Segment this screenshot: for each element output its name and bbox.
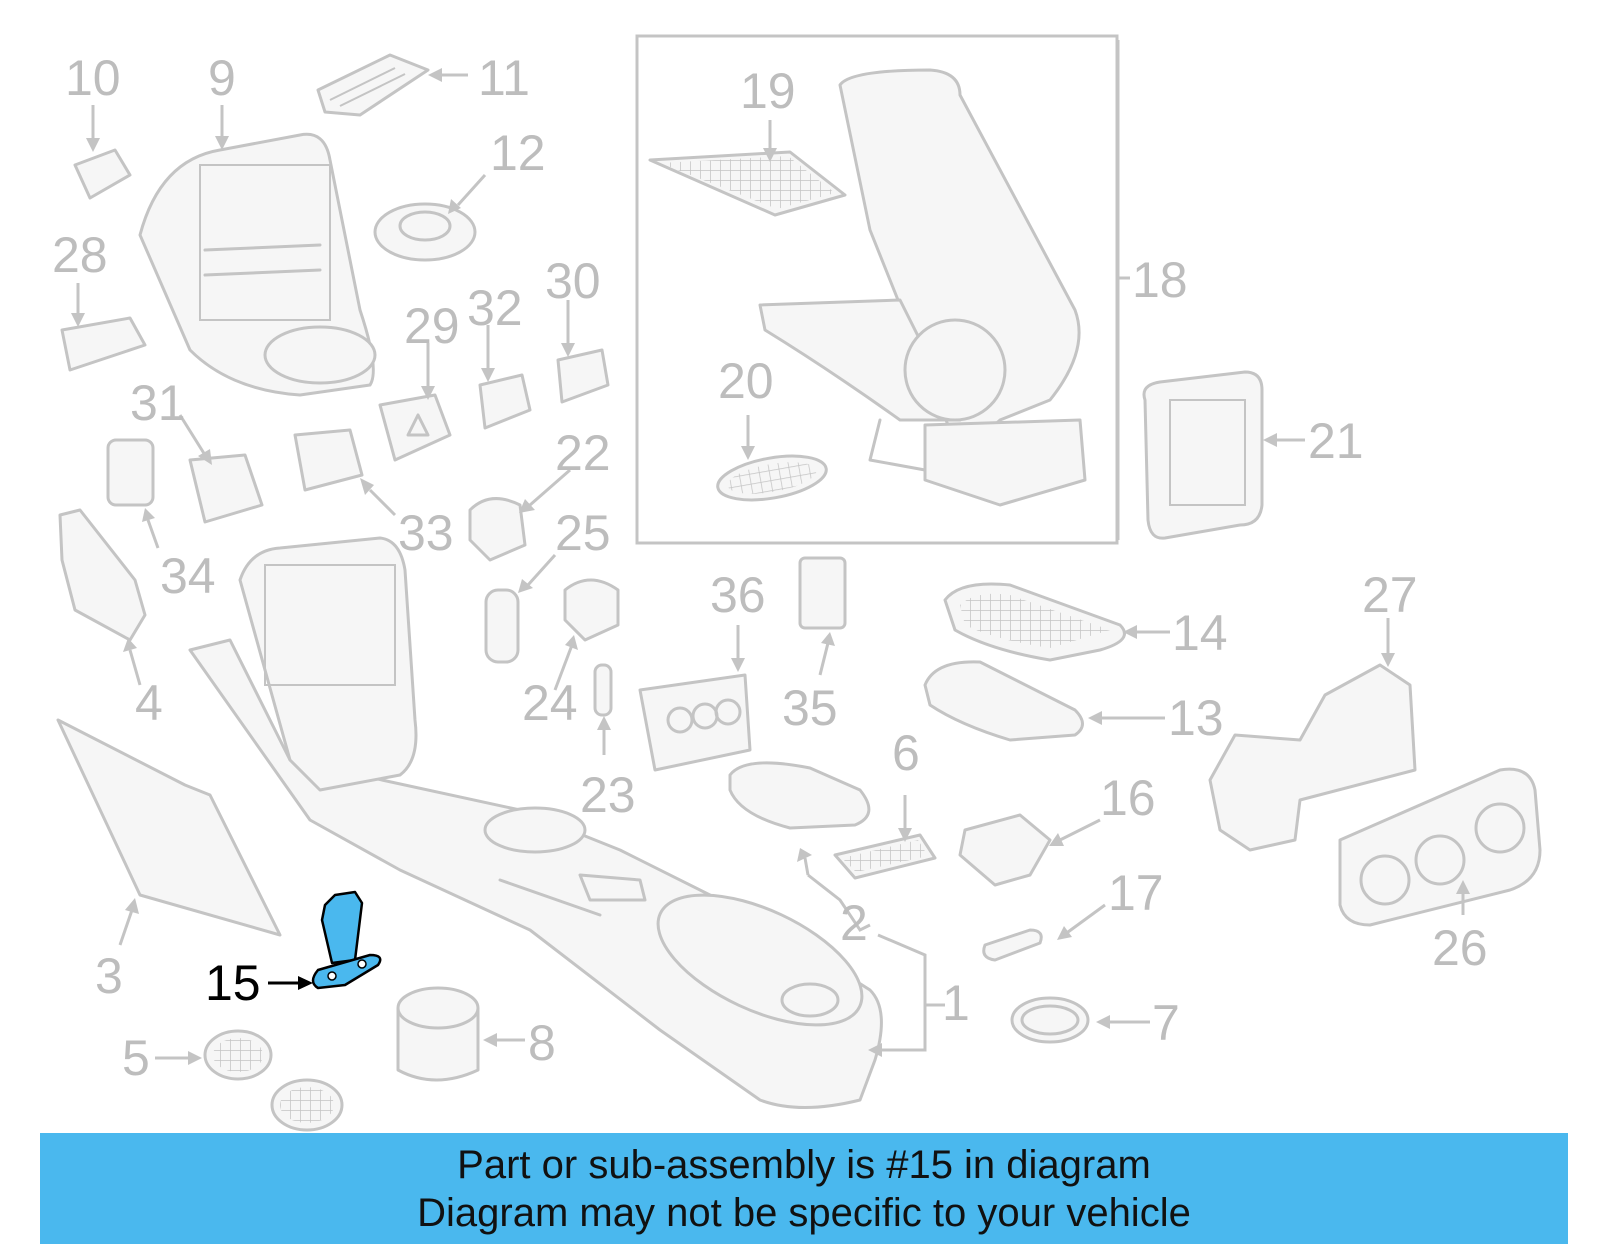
- label-14: 14: [1172, 605, 1228, 661]
- part-32-switch: [478, 373, 532, 430]
- part-labels: 10 9 11 12 28 29 32 30 31 33 34 22 25 24…: [52, 50, 1488, 1086]
- part-23-bulb: [593, 663, 613, 717]
- label-16: 16: [1100, 770, 1156, 826]
- label-22: 22: [555, 425, 611, 481]
- part-36-panel: [638, 673, 752, 772]
- part-6-grille: [833, 833, 937, 880]
- info-banner: Part or sub-assembly is #15 in diagram D…: [40, 1133, 1568, 1244]
- label-8: 8: [528, 1015, 556, 1071]
- part-14-mat: [943, 582, 1126, 662]
- label-29: 29: [404, 298, 460, 354]
- label-5: 5: [122, 1030, 150, 1086]
- label-6: 6: [892, 725, 920, 781]
- label-24: 24: [522, 675, 578, 731]
- label-19: 19: [740, 63, 796, 119]
- part-30-switch: [556, 348, 610, 404]
- part-33-switch: [293, 428, 364, 492]
- part-3-side-panel: [56, 718, 282, 937]
- label-30: 30: [545, 253, 601, 309]
- label-10: 10: [65, 50, 121, 106]
- label-33: 33: [398, 505, 454, 561]
- part-5-grilles: [203, 1029, 344, 1132]
- label-15: 15: [205, 955, 261, 1011]
- label-2: 2: [840, 895, 868, 951]
- part-12-knob: [373, 202, 477, 262]
- label-34: 34: [160, 548, 216, 604]
- label-12: 12: [490, 125, 546, 181]
- banner-line-disclaimer: Diagram may not be specific to your vehi…: [417, 1190, 1191, 1235]
- label-28: 28: [52, 227, 108, 283]
- part-20-vent: [716, 454, 828, 502]
- part-17-plate: [982, 928, 1043, 962]
- label-11: 11: [478, 50, 530, 106]
- label-21: 21: [1308, 413, 1364, 469]
- part-35-switch: [798, 556, 847, 630]
- part-19-storage-mat: [648, 150, 847, 217]
- label-31: 31: [130, 375, 186, 431]
- part-26-climate-control: [1338, 767, 1542, 927]
- part-25-socket: [484, 588, 520, 664]
- part-2-trim-frame: [728, 761, 871, 830]
- part-9-upper-console: [138, 132, 377, 397]
- label-7: 7: [1152, 995, 1180, 1051]
- label-17: 17: [1108, 865, 1164, 921]
- part-21-lid: [1142, 370, 1264, 540]
- label-26: 26: [1432, 920, 1488, 976]
- part-11-trim: [316, 53, 430, 117]
- label-32: 32: [467, 280, 523, 336]
- part-31-switch: [188, 453, 264, 524]
- part-7-disc: [1010, 996, 1090, 1044]
- part-1-center-console: [188, 536, 883, 1109]
- part-24-socket: [563, 578, 620, 642]
- label-3: 3: [95, 948, 123, 1004]
- part-22-socket: [468, 497, 527, 562]
- label-13: 13: [1168, 690, 1224, 746]
- label-23: 23: [580, 767, 636, 823]
- part-28-switch: [60, 316, 147, 372]
- part-34-switch: [106, 438, 155, 507]
- part-4-bracket: [58, 508, 147, 642]
- label-36: 36: [710, 567, 766, 623]
- part-18-armrest: [758, 68, 1087, 507]
- label-35: 35: [782, 680, 838, 736]
- part-13-mat: [923, 660, 1084, 742]
- label-27: 27: [1362, 567, 1418, 623]
- part-15-highlighted-bracket: [311, 890, 382, 990]
- label-1: 1: [942, 975, 970, 1031]
- part-8-cup: [396, 986, 480, 1082]
- banner-line-part-number: Part or sub-assembly is #15 in diagram: [457, 1142, 1151, 1187]
- label-20: 20: [718, 353, 774, 409]
- part-16-bracket: [958, 813, 1052, 887]
- label-9: 9: [208, 50, 236, 106]
- label-25: 25: [555, 505, 611, 561]
- leader-lines: [71, 40, 1470, 1065]
- part-10-clip: [73, 148, 132, 200]
- part-27-bracket: [1208, 663, 1417, 852]
- label-4: 4: [135, 675, 163, 731]
- label-18: 18: [1132, 252, 1188, 308]
- part-29-hazard-switch: [378, 393, 452, 462]
